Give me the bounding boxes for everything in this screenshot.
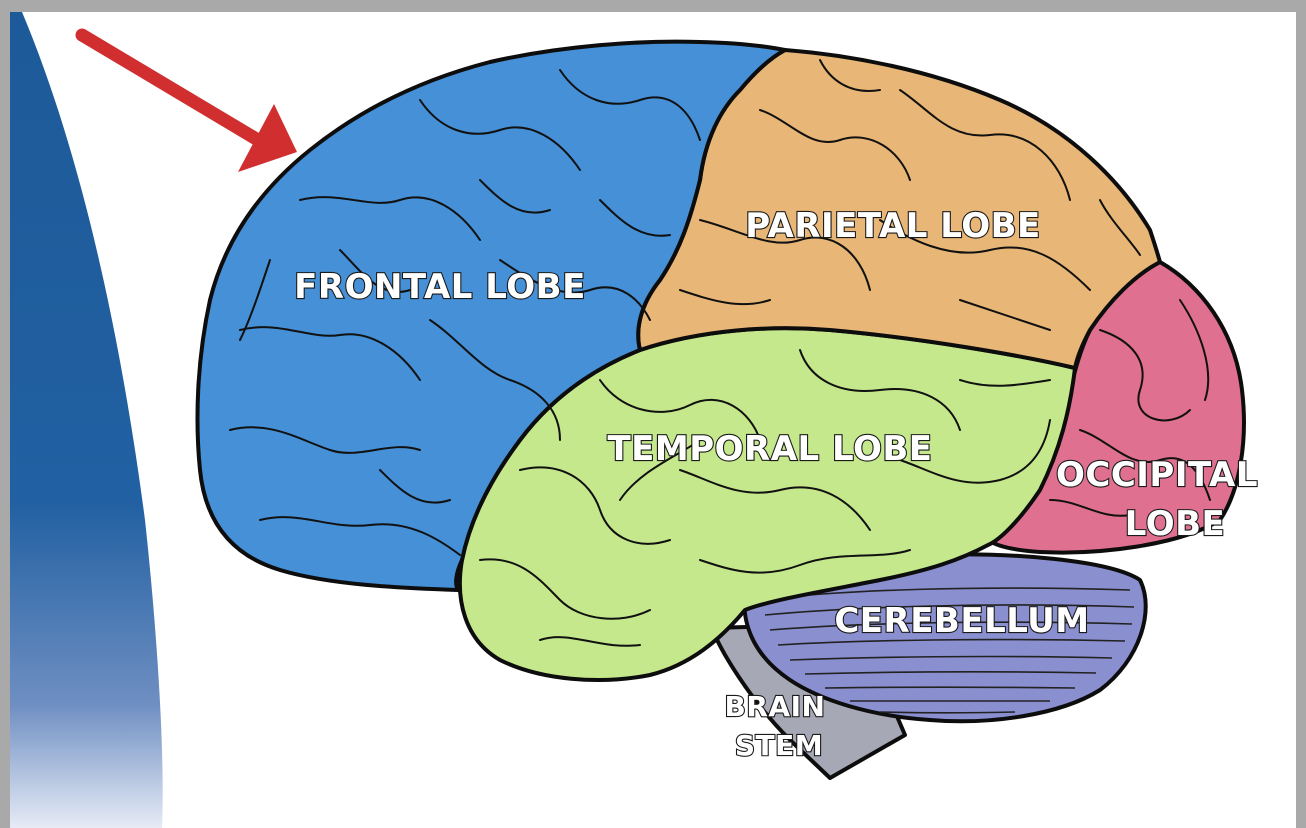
left-frame: [0, 0, 10, 828]
brain-stem-label-line1: BRAIN: [725, 690, 826, 723]
temporal-lobe-label: TEMPORAL LOBE: [607, 429, 932, 469]
cerebellum-label: CEREBELLUM: [834, 601, 1089, 641]
right-frame: [1296, 0, 1306, 828]
side-band: [10, 12, 163, 828]
arrow-icon: [82, 35, 297, 172]
parietal-lobe-label: PARIETAL LOBE: [745, 206, 1041, 246]
occipital-lobe-label-line1: OCCIPITAL: [1056, 455, 1258, 495]
occipital-lobe-label-line2: LOBE: [1125, 504, 1226, 544]
frontal-lobe-label: FRONTAL LOBE: [294, 267, 586, 307]
brain-stem-label-line2: STEM: [735, 729, 823, 762]
top-frame: [0, 0, 1306, 12]
